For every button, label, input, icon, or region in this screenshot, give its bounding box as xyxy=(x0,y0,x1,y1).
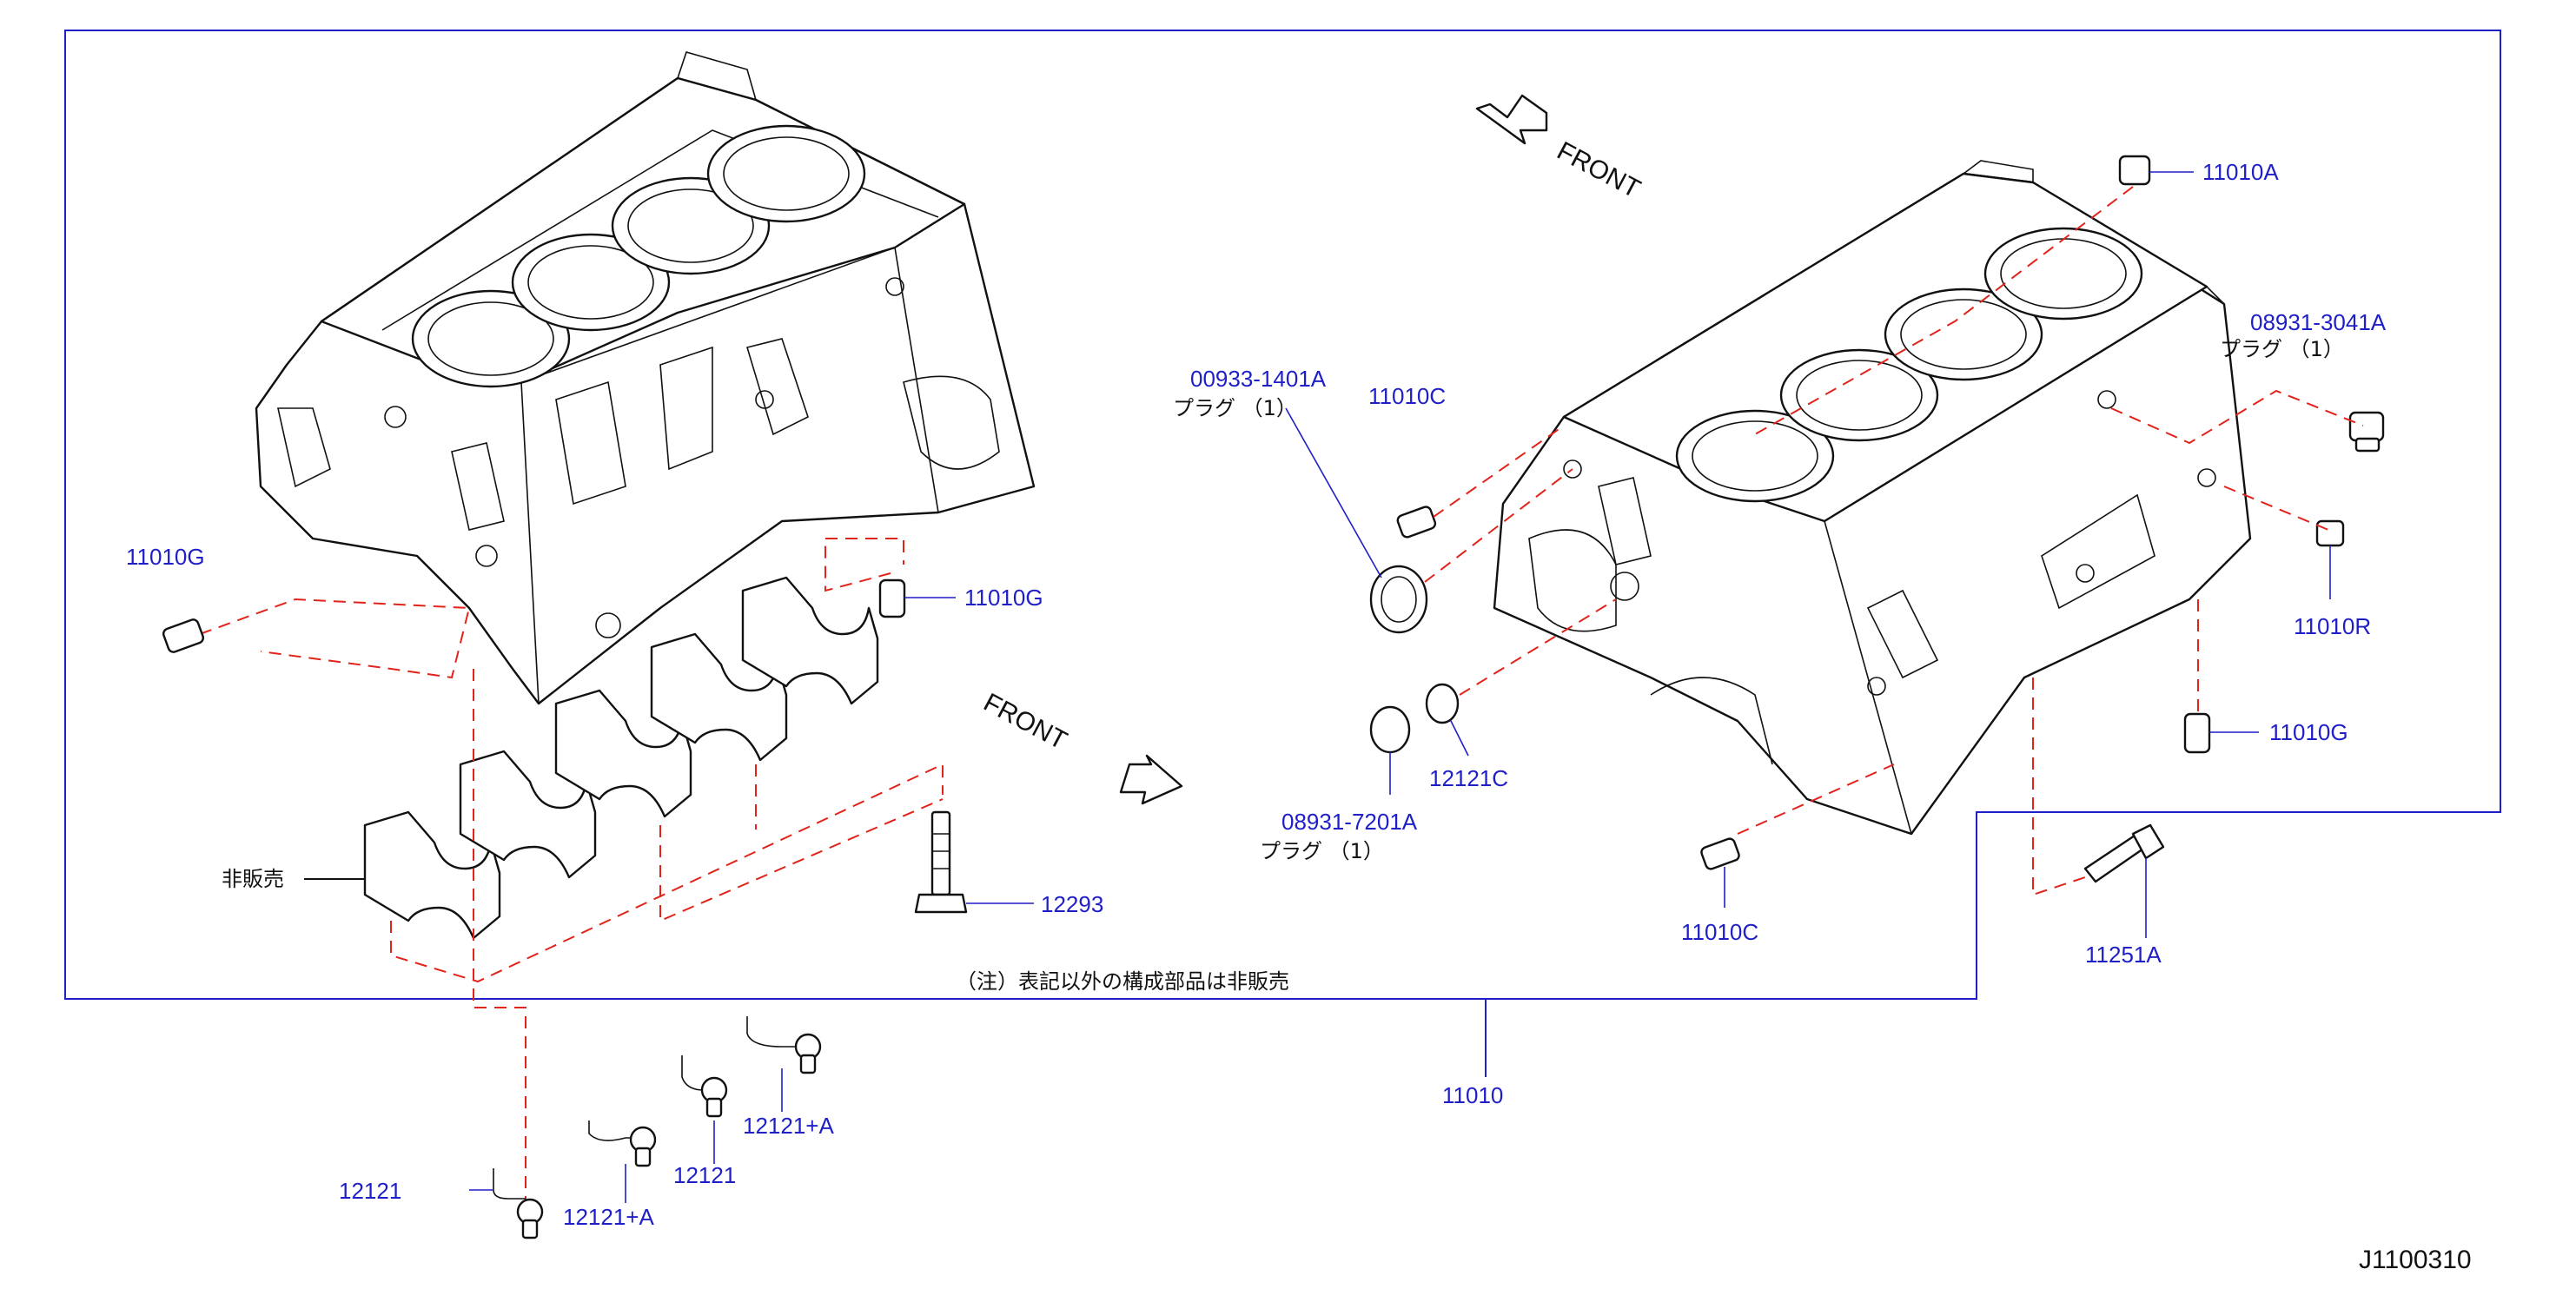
label-12121a-b: 12121+A xyxy=(743,1113,834,1139)
washer-12121c xyxy=(1425,683,1469,757)
label-11010r: 11010R xyxy=(2294,613,2371,639)
label-12121c: 12121C xyxy=(1429,765,1508,791)
label-12121a-a: 12121+A xyxy=(563,1204,654,1230)
bolt-12293 xyxy=(914,810,1034,914)
note-not-for-sale: 非販売 xyxy=(222,867,284,891)
note-plug-3: プラグ （1） xyxy=(1260,839,1384,863)
front-arrow-left xyxy=(1119,754,1183,805)
label-12121-a: 12121 xyxy=(339,1178,401,1204)
label-08931-3041a: 08931-3041A xyxy=(2250,309,2387,335)
bolt-11251a xyxy=(2083,823,2165,938)
label-00933-1401a: 00933-1401A xyxy=(1190,366,1327,392)
label-11010: 11010 xyxy=(1442,1082,1503,1108)
label-08931-7201a: 08931-7201A xyxy=(1281,809,1418,835)
label-11010c-bottom: 11010C xyxy=(1681,919,1758,945)
label-11251a: 11251A xyxy=(2085,942,2162,968)
label-12293: 12293 xyxy=(1041,891,1103,917)
note-plug-2: プラグ （1） xyxy=(2220,337,2344,361)
dashed-lines-right xyxy=(1424,186,2364,896)
label-12121-b: 12121 xyxy=(673,1162,736,1188)
front-label-right: FRONT xyxy=(1553,136,1646,204)
footnote: （注）表記以外の構成部品は非販売 xyxy=(956,969,1289,994)
label-11010g-left: 11010G xyxy=(126,544,205,570)
dowel-11010g-right xyxy=(2183,712,2259,754)
plug-08931-7201a xyxy=(1369,705,1411,795)
dowel-11010c-top xyxy=(1396,506,1437,539)
bearing-caps-left xyxy=(363,576,879,940)
dowel-11010c-bottom xyxy=(1700,837,1740,908)
plug-08931-3041a xyxy=(2348,411,2385,453)
label-11010a: 11010A xyxy=(2202,159,2279,185)
seal-00933-1401a xyxy=(1285,407,1428,634)
assembly-frame xyxy=(64,30,2501,1000)
cylinder-block-left xyxy=(255,51,1036,705)
oil-jets xyxy=(469,1016,822,1239)
dashed-lines-left xyxy=(199,538,944,1216)
label-11010g-right: 11010G xyxy=(2269,719,2348,745)
label-11010g-mid: 11010G xyxy=(964,585,1043,611)
front-label-left: FRONT xyxy=(979,688,1072,756)
cylinder-block-right xyxy=(1493,160,2252,836)
diagram-reference-code: J1100310 xyxy=(2359,1246,2472,1274)
dowel-11010r xyxy=(2315,519,2345,599)
dowel-11010g-left xyxy=(162,618,205,653)
label-11010c-top: 11010C xyxy=(1368,383,1446,409)
dowel-11010a xyxy=(2118,155,2194,186)
note-plug-1: プラグ （1） xyxy=(1173,396,1297,420)
front-arrow-right xyxy=(1475,94,1548,145)
dowel-11010g-mid xyxy=(878,578,956,618)
